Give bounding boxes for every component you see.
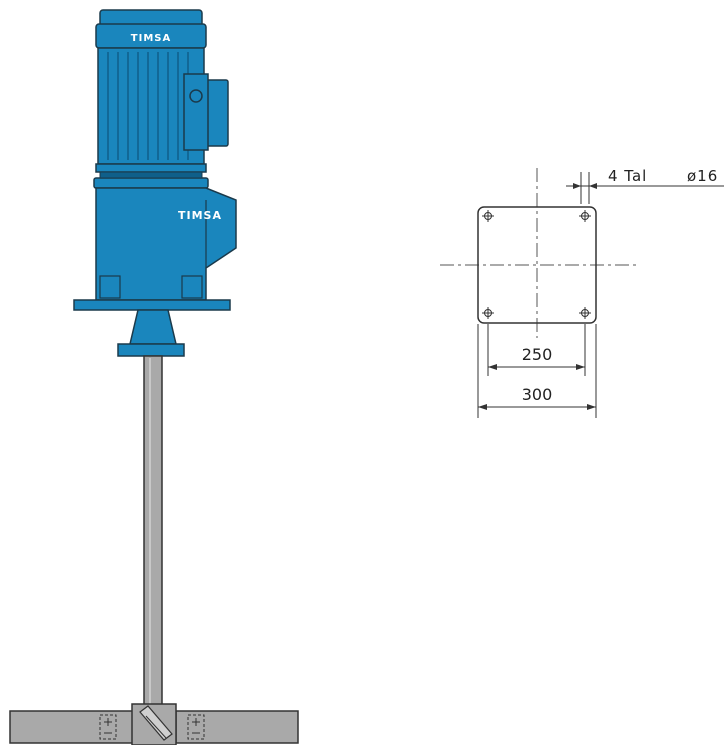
lower-flange (117, 343, 185, 357)
bolt-holes (482, 210, 591, 319)
hole-count-label: 4 Tal (608, 167, 647, 185)
gearbox: TIMSA (95, 187, 237, 301)
dimension-300: 300 (477, 324, 597, 418)
motor-top-cap: TIMSA (95, 9, 207, 49)
lantern-cone (129, 309, 177, 345)
brand-label-top: TIMSA (131, 33, 171, 44)
hole-diameter-label: ø16 (687, 167, 718, 185)
inner-dimension-label: 250 (522, 345, 553, 364)
coupling-ring (93, 163, 209, 189)
impeller (9, 703, 299, 745)
flange-plate-outline (477, 206, 597, 324)
impeller-blade-right (175, 710, 299, 744)
mounting-plate (73, 299, 231, 311)
brand-label-gearbox: TIMSA (178, 209, 222, 222)
dimension-250: 250 (487, 324, 586, 376)
agitator-shaft (143, 355, 163, 707)
hole-callout: 4 Tal ø16 (566, 167, 724, 204)
impeller-blade-left (9, 710, 135, 744)
outer-dimension-label: 300 (522, 385, 553, 404)
terminal-box (183, 73, 229, 151)
flange-drawing: 4 Tal ø16 250 300 (440, 167, 724, 418)
motor-body (97, 47, 229, 165)
agitator-assembly: TIMSA (9, 9, 299, 745)
